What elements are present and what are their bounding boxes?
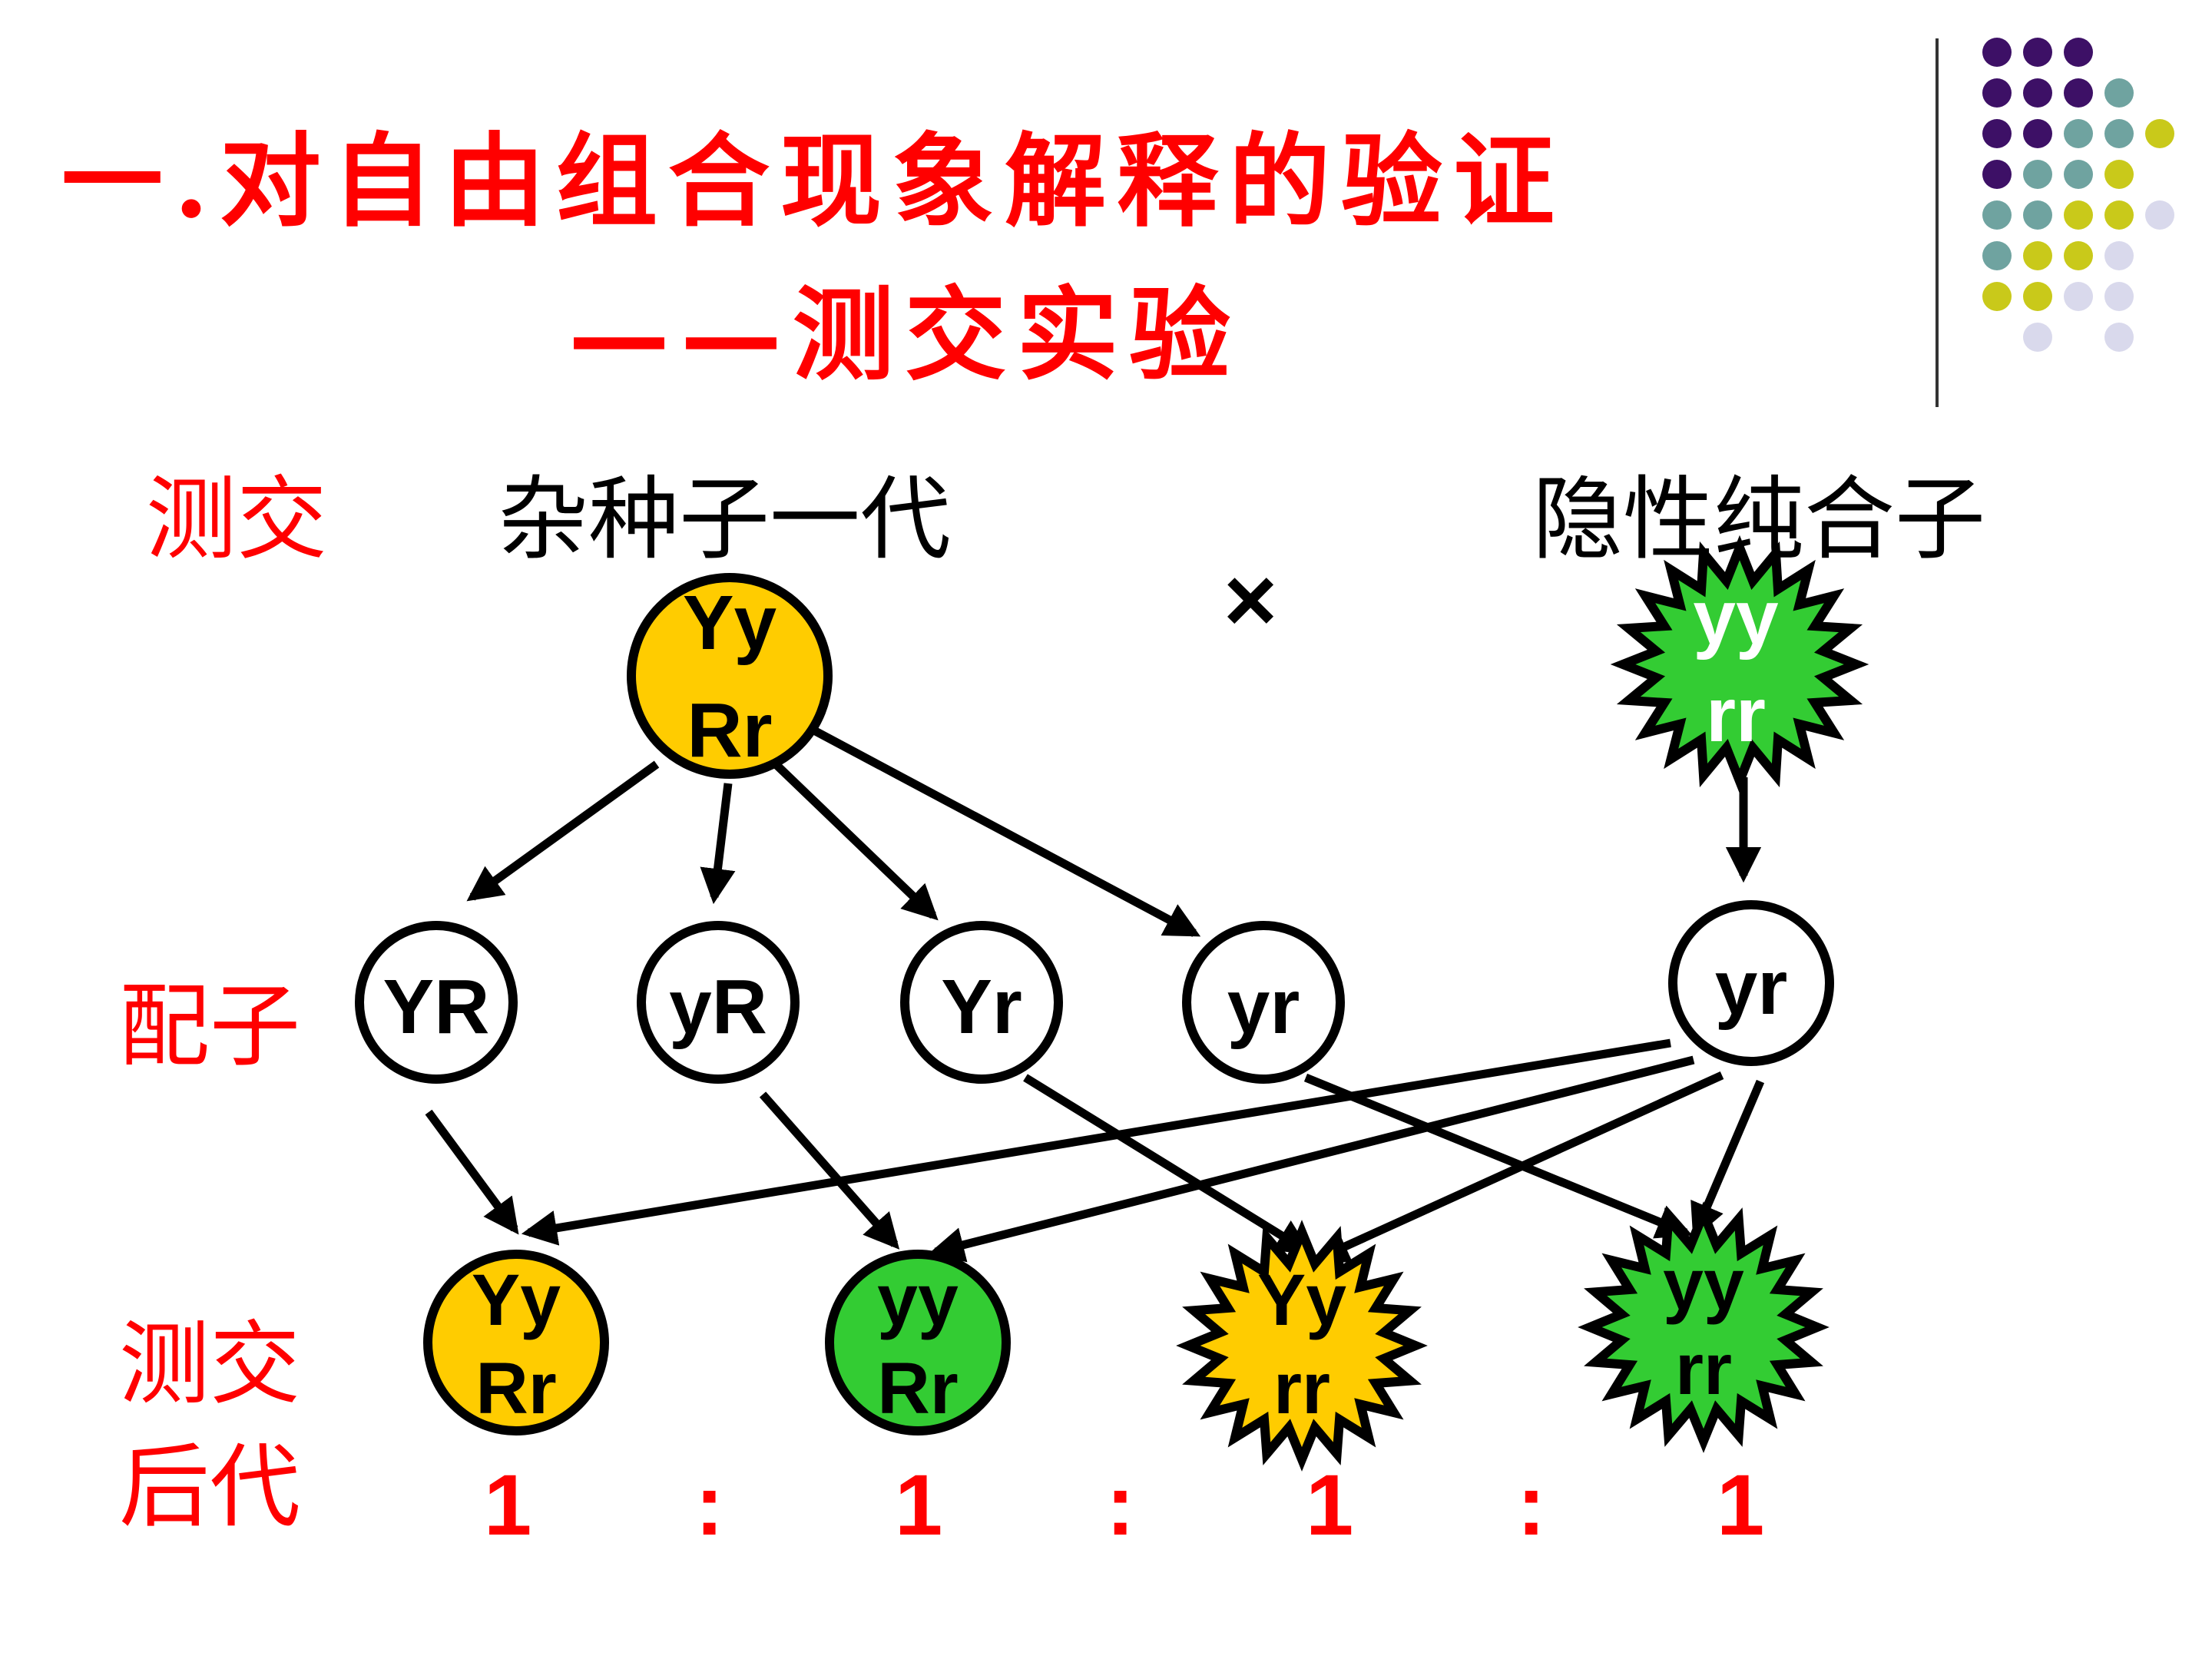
recessive-gamete-label: yr [1715, 945, 1788, 1031]
testcross-label: 测交 [146, 466, 328, 572]
arrow-f1-to-gamete-yr-mixed-1 [700, 783, 736, 905]
cross-sign: × [1224, 548, 1277, 651]
gamete-label-4: yr [1227, 964, 1300, 1050]
decor-dot [2023, 160, 2052, 189]
decor-dot [2145, 119, 2174, 148]
offspring-node-1: Yy Rr [423, 1250, 609, 1435]
decor-dot [1982, 282, 2012, 311]
offspring-node-3: Yy rr [1176, 1220, 1428, 1472]
offspring-4-genotype-line1: yy [1663, 1244, 1744, 1326]
decor-dot [2145, 200, 2174, 230]
arrow-recessive-gamete-to-offspring-1 [521, 1038, 1671, 1246]
offspring-1-genotype-line1: Yy [472, 1260, 561, 1341]
gamete-node-4: yr [1182, 921, 1345, 1084]
f1-parent-node: Yy Rr [627, 573, 833, 779]
decor-dot [2023, 119, 2052, 148]
decor-dot [2064, 160, 2093, 189]
arrow-gamete-4-to-offspring-4 [1303, 1073, 1693, 1239]
decor-dot [1982, 241, 2012, 270]
arrow-f1-to-gamete-yr-recessive [810, 726, 1201, 937]
offspring-label-line1: 测交 [119, 1311, 301, 1417]
gamete-node-3: Yr [900, 921, 1063, 1084]
decor-dot [1982, 200, 2012, 230]
offspring-label-line2: 后代 [119, 1434, 301, 1540]
offspring-2-genotype-line2: Rr [877, 1348, 959, 1429]
arrow-gamete-3-to-offspring-3 [1023, 1074, 1312, 1254]
ratio-separator-1: : [695, 1457, 724, 1553]
decor-dot [2104, 78, 2134, 108]
decor-dot [2104, 282, 2134, 311]
decor-dot [1982, 160, 2012, 189]
gamete-node-1: YR [355, 921, 518, 1084]
offspring-1-genotype-line2: Rr [475, 1348, 557, 1429]
ratio-value-2: 1 [895, 1457, 943, 1553]
title-line-1: 一.对自由组合现象解释的验证 [61, 122, 1565, 241]
offspring-4-genotype-line2: rr [1675, 1329, 1732, 1410]
decor-dot [2064, 119, 2093, 148]
decor-dot-grid [1982, 38, 2174, 352]
ratio-separator-3: : [1517, 1457, 1546, 1553]
gamete-label-1: YR [383, 964, 490, 1050]
ratio-value-4: 1 [1717, 1457, 1765, 1553]
f1-parent-genotype-line2: Rr [687, 687, 772, 773]
decor-dot [2104, 241, 2134, 270]
f1-parent-genotype-line1: Yy [683, 580, 777, 666]
offspring-2-genotype-line1: yy [877, 1260, 959, 1341]
arrow-f1-to-gamete-yr-dominant [466, 760, 660, 902]
gamete-label-2: yR [669, 964, 767, 1050]
recessive-label: 隐性纯合子 [1532, 466, 1986, 572]
decor-dot [1982, 119, 2012, 148]
decor-dot [2023, 323, 2052, 352]
offspring-3-genotype-line2: rr [1273, 1348, 1330, 1429]
offspring-3-genotype-line1: Yy [1257, 1260, 1346, 1341]
arrow-gamete-1-to-offspring-1 [425, 1109, 519, 1235]
f1-label: 杂种子一代 [498, 466, 952, 572]
recessive-parent-genotype-line1: yy [1693, 575, 1779, 661]
decor-dot [1982, 38, 2012, 67]
ratio-value-3: 1 [1306, 1457, 1354, 1553]
decor-dot [2023, 78, 2052, 108]
offspring-node-4: yy rr [1578, 1201, 1830, 1453]
decor-dot [2023, 200, 2052, 230]
decor-dot [2104, 323, 2134, 352]
offspring-node-2: yy Rr [825, 1250, 1011, 1435]
decor-dot [2104, 119, 2134, 148]
gamete-node-2: yR [637, 921, 800, 1084]
decor-dot [2064, 282, 2093, 311]
recessive-gamete-node: yr [1668, 900, 1834, 1066]
gametes-label: 配子 [119, 973, 301, 1079]
decor-dot [1982, 78, 2012, 108]
ratio-value-1: 1 [484, 1457, 532, 1553]
arrow-f1-to-gamete-yr-mixed-2 [773, 761, 939, 921]
decor-dot [2104, 200, 2134, 230]
arrow-recessive-gamete-to-offspring-4 [1690, 1079, 1765, 1240]
decor-dot [2104, 160, 2134, 189]
ratio-separator-2: : [1106, 1457, 1135, 1553]
decor-dot [2064, 241, 2093, 270]
arrow-recessive-gamete-to-offspring-3 [1313, 1071, 1724, 1263]
decor-dot [2023, 241, 2052, 270]
recessive-parent-node: yy rr [1610, 535, 1869, 794]
title-line-2: ——测交实验 [568, 276, 1241, 395]
arrow-recessive-gamete-to-offspring-2 [929, 1055, 1695, 1263]
recessive-parent-genotype-line2: rr [1706, 672, 1766, 758]
decor-dot [2064, 78, 2093, 108]
decor-dot [2064, 38, 2093, 67]
decor-dot [2064, 200, 2093, 230]
decor-dot [2023, 38, 2052, 67]
gamete-label-3: Yr [941, 964, 1022, 1050]
arrow-gamete-2-to-offspring-2 [759, 1091, 900, 1250]
decor-dot [2023, 282, 2052, 311]
